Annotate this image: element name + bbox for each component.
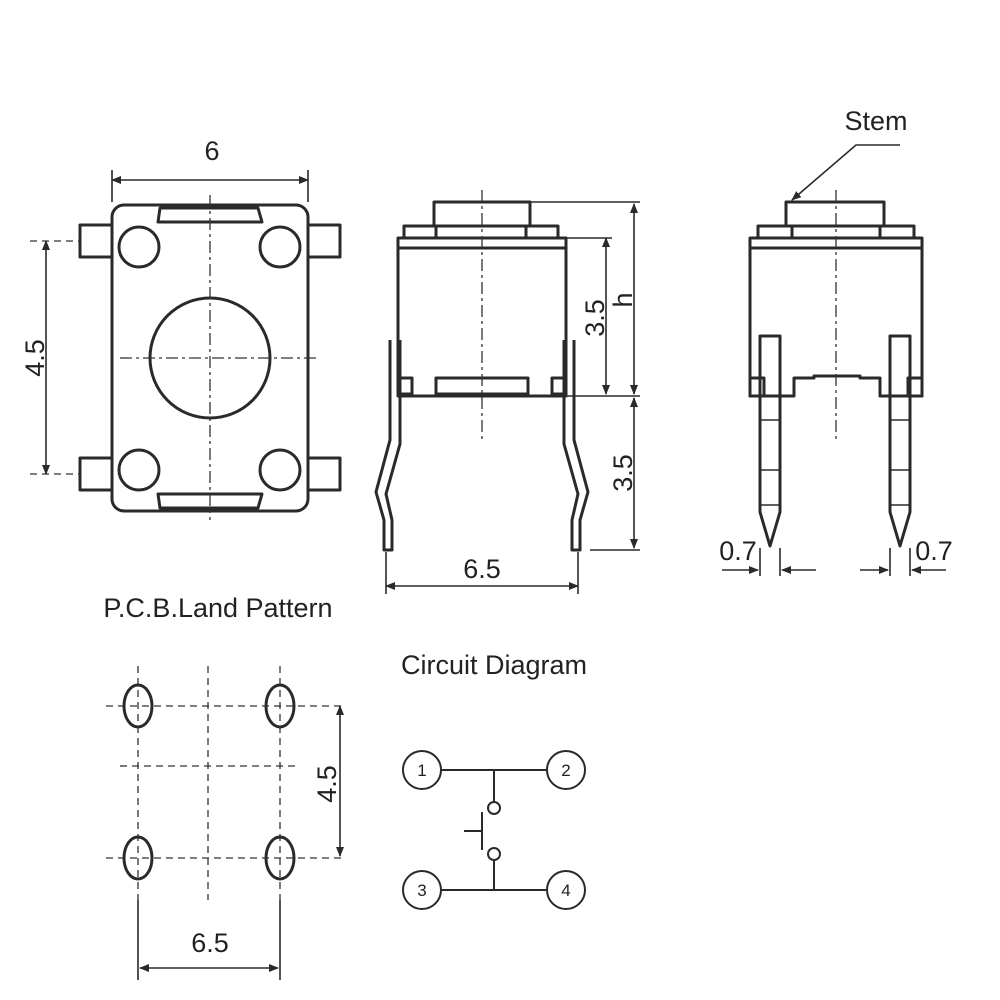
pin-span-label: 6.5: [463, 554, 501, 584]
pad-hole: [264, 835, 296, 881]
pin-top-right: [306, 223, 342, 259]
terminal-label: 3: [417, 881, 426, 900]
pcb-width-label: 6.5: [191, 928, 229, 958]
pcb-title: P.C.B.Land Pattern: [103, 593, 332, 623]
stem-label: Stem: [844, 106, 907, 136]
corner-post: [117, 225, 161, 269]
pin-bottom-left: [78, 456, 114, 492]
height-label: 4.5: [20, 339, 50, 377]
pcb-land-pattern: P.C.B.Land Pattern 4.5 6.5: [103, 593, 346, 980]
pad-hole: [122, 683, 154, 729]
terminal-4: [546, 870, 586, 910]
side-pin-left: [758, 334, 782, 548]
terminal-2: [546, 750, 586, 790]
top-view: 6 4.5: [20, 136, 342, 520]
terminal-label: 4: [561, 881, 570, 900]
circuit-diagram: Circuit Diagram 1 2 3 4: [401, 650, 587, 910]
terminal-label: 1: [417, 761, 426, 780]
front-view: 3.5 h 3.5 6.5: [374, 190, 640, 594]
side-stem: [784, 200, 886, 228]
pad-hole: [122, 835, 154, 881]
body-notches: [156, 206, 264, 510]
width-label: 6: [204, 136, 219, 166]
corner-post: [258, 225, 302, 269]
body-height-label: 3.5: [580, 299, 610, 337]
terminal-1: [402, 750, 442, 790]
circuit-title: Circuit Diagram: [401, 650, 587, 680]
pcb-height-label: 4.5: [312, 765, 342, 803]
stem-leader: [791, 144, 900, 201]
h-label: h: [608, 292, 638, 307]
pin-length-label: 3.5: [608, 454, 638, 492]
side-view: Stem 0.7 0.7: [719, 106, 953, 576]
pin-top-left: [78, 223, 114, 259]
pin-bottom-right: [306, 456, 342, 492]
top-tab: [402, 224, 438, 240]
corner-post: [258, 448, 302, 492]
corner-post: [117, 448, 161, 492]
left-leg: [374, 340, 402, 552]
side-pin-right: [888, 334, 912, 548]
top-tab: [524, 224, 560, 240]
terminal-3: [402, 870, 442, 910]
terminal-label: 2: [561, 761, 570, 780]
pin-right-label: 0.7: [915, 536, 953, 566]
right-leg: [562, 340, 590, 552]
pin-left-label: 0.7: [719, 536, 757, 566]
pad-hole: [264, 683, 296, 729]
